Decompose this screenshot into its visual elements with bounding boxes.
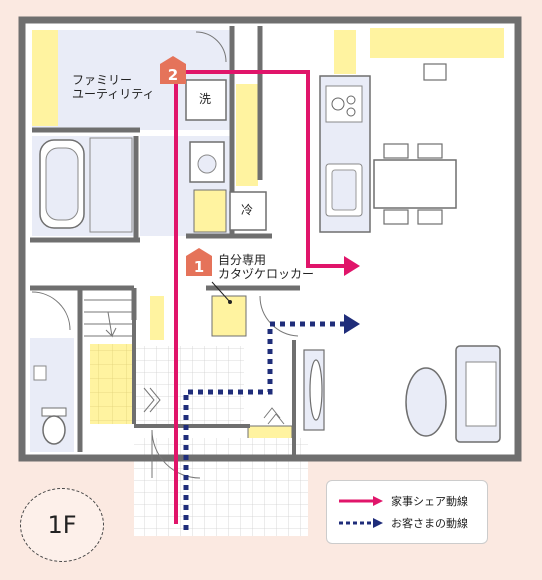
shelf-unit [193,189,227,233]
family-utility-label-line2: ユーティリティ [72,86,155,101]
door-swing [143,387,161,413]
legend-dotted-arrow-icon [339,518,383,528]
kitchen-sink-bowl [331,169,357,211]
fridge-icon [229,191,267,231]
chair-icon [417,143,443,159]
marker-1-number: 1 [194,258,204,276]
storage-top [334,30,356,74]
coffee-table [405,367,447,437]
tv-icon [309,359,323,421]
chair-icon [383,143,409,159]
entry-storage [150,296,164,340]
storage-utility [236,84,258,186]
family-utility-label-line1: ファミリー [72,73,133,87]
marker-2-badge [160,56,186,84]
housework-path-arrowhead [344,256,360,276]
legend-item-guest: お客さまの動線 [337,513,468,533]
legend-label-housework: 家事シェア動線 [391,495,468,508]
entrance-tiles [136,346,244,428]
guest-path [183,321,344,530]
toilet-sink-icon [33,365,47,381]
sink-bowl-icon [197,154,217,174]
floor-label: 1F [20,488,104,562]
legend: 家事シェア動線 お客さまの動線 [326,480,488,544]
locker-label: 自分専用 カタヅケロッカー [218,253,315,282]
porch-tiles [134,438,308,536]
fridge-label: 冷 [241,203,254,217]
utility-door-arc [195,31,227,63]
outer-walls [18,16,522,462]
marker-2-number: 2 [168,66,178,84]
stair-storage [90,344,132,424]
burner-icon [346,95,356,105]
guest-path-arrowhead [344,314,360,334]
chair-icon [383,209,409,225]
counter-chair-icon [423,63,447,81]
dining-table [373,159,457,209]
storage-top-left [32,30,58,126]
chair-icon [417,209,443,225]
marker-1-badge [186,248,212,276]
locker-label-line1: 自分専用 [218,253,267,267]
burner-icon [331,97,345,111]
locker-leader-dot [228,300,232,304]
locker-leader [211,281,231,303]
toilet-bowl-icon [42,415,66,445]
legend-item-housework: 家事シェア動線 [337,491,468,511]
housework-path [174,70,344,524]
burner-icon [346,107,356,117]
toilet-tank-icon [41,407,67,417]
storage-top-right [370,28,504,58]
legend-label-guest: お客さまの動線 [391,517,468,530]
door-swing [263,407,285,425]
washer-icon [185,79,227,121]
sofa-seat [465,361,497,427]
bathtub-inner [45,147,79,221]
family-utility-label: ファミリー ユーティリティ [72,73,155,102]
washer-label: 洗 [199,92,212,106]
legend-solid-arrow-icon [339,496,383,506]
locker-label-line2: カタヅケロッカー [218,266,315,281]
shower-area [89,137,133,233]
entry-door-arc [151,429,201,479]
toilet-door-arc [31,291,71,331]
stairs-arrow [105,311,117,338]
